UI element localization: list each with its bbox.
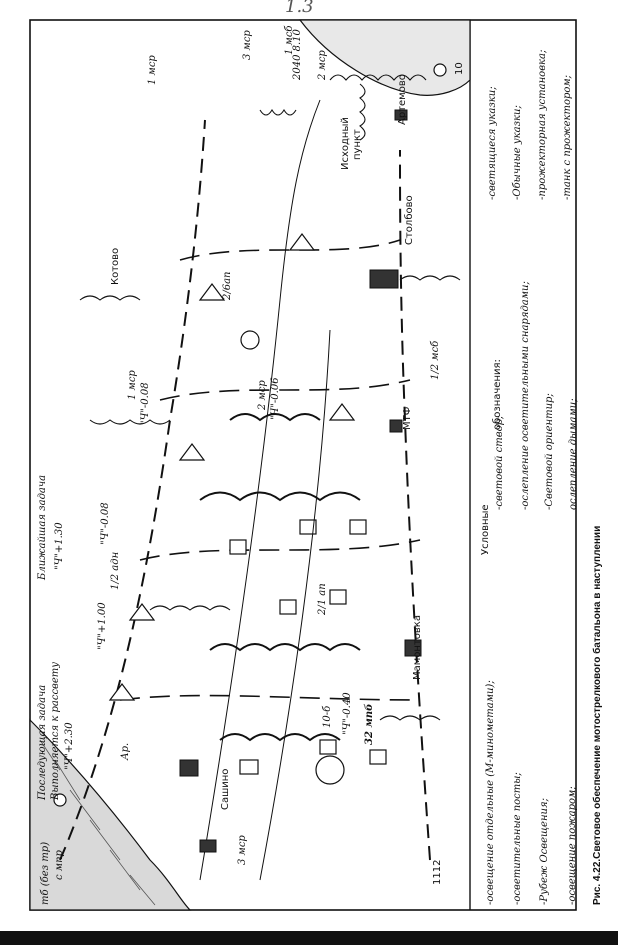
legend-left-2: -осветительные посты; — [512, 772, 523, 905]
label-21ap: 2/1 ап — [317, 583, 328, 616]
page-top-mark: 1.3 — [285, 0, 314, 17]
legend-right-4: -танк с прожектором; — [562, 75, 573, 200]
bottom-dark-strip — [0, 931, 618, 945]
label-time-5: "Ч"-0.40 — [342, 692, 353, 735]
task-immediate-time: "Ч"+1.30 — [54, 522, 65, 570]
routes — [199, 99, 331, 881]
villages — [179, 109, 422, 853]
label-108: 10-б — [322, 705, 333, 728]
label-msr-top2: 2 мср — [317, 50, 328, 81]
legend-left-1: -освещение отдельные (М-минометами); — [485, 680, 496, 905]
forests — [79, 74, 461, 721]
legend-left-4: -освещение пожаром; — [567, 786, 578, 905]
label-height-1112: 1112 — [432, 860, 443, 885]
label-time-1: "Ч"-0.08 — [140, 382, 151, 425]
legend-title-2: обозначения: — [492, 359, 503, 430]
river-top — [298, 19, 471, 96]
label-start-point-2: пункт — [352, 129, 363, 160]
legend-mid-4: ослепление дымами; — [568, 398, 579, 510]
label-start-point-1: Исходный — [340, 117, 351, 170]
label-bat: 2/6ап — [222, 272, 233, 302]
label-coords-top: 2040 8.10 — [292, 28, 303, 81]
label-height-10: 10 — [454, 62, 465, 75]
legend-mid-1: -световой створ; — [494, 416, 505, 510]
label-msr-top3: 3 мср — [242, 30, 253, 60]
river-hatching — [39, 739, 156, 906]
legend-right-3: -прожекторная установка; — [537, 50, 548, 200]
label-time-4: "Ч"+1.00 — [97, 602, 108, 650]
task-immediate: Ближайшая задача — [37, 475, 48, 581]
label-msr3: 3 мср — [237, 835, 248, 865]
label-tb: тб (без тр) — [40, 842, 51, 905]
label-mpb: 32 мпб — [364, 704, 375, 745]
label-stolbovo: Столбово — [404, 195, 415, 245]
boundary-lines — [59, 119, 431, 861]
legend-left-3: -Рубеж Освещения; — [539, 798, 550, 905]
label-mamontovka: Мамонтовка — [412, 615, 423, 680]
task-subsequent-1: Последующая задача — [37, 685, 48, 801]
legend-title-1: Условные — [480, 504, 491, 555]
task-subsequent-time: "Ч"+2.30 — [64, 722, 75, 770]
figure-caption: Рис. 4.22.Световое обеспечение мотострел… — [591, 526, 603, 905]
label-sashino: Сашино — [220, 769, 231, 810]
label-time-2: "Ч"-0.06 — [270, 377, 281, 420]
label-msb: 1/2 мсб — [430, 340, 441, 380]
label-msr2: 2 мср — [257, 380, 268, 411]
label-time-3: "Ч"-0.08 — [100, 502, 111, 545]
label-msr-top1: 1 мср — [147, 55, 158, 85]
label-ar: Ар. — [120, 743, 131, 761]
unit-symbols — [53, 63, 447, 807]
fortifications — [199, 413, 361, 742]
label-kotovo: Котово — [110, 248, 121, 285]
label-mtf: МТФ — [402, 406, 413, 430]
task-subsequent-2: Выполняется к рассвету — [50, 662, 61, 801]
legend-mid-3: -Световой ориентир; — [544, 393, 555, 510]
label-artemovo: Артемово — [397, 74, 408, 125]
river — [29, 718, 192, 911]
legend-right-2: -Обычные указки; — [512, 105, 523, 200]
label-adn: 1/2 адн — [110, 552, 121, 590]
label-msb-top: 1 мсб — [284, 25, 295, 55]
label-tb2: с мпр — [54, 849, 65, 880]
phase-lines — [119, 239, 421, 701]
legend-mid-2: -ослепление осветительными снарядами; — [520, 281, 531, 510]
label-msr1: 1 мср — [127, 370, 138, 400]
legend-right-1: -светящиеся указки; — [487, 86, 498, 200]
